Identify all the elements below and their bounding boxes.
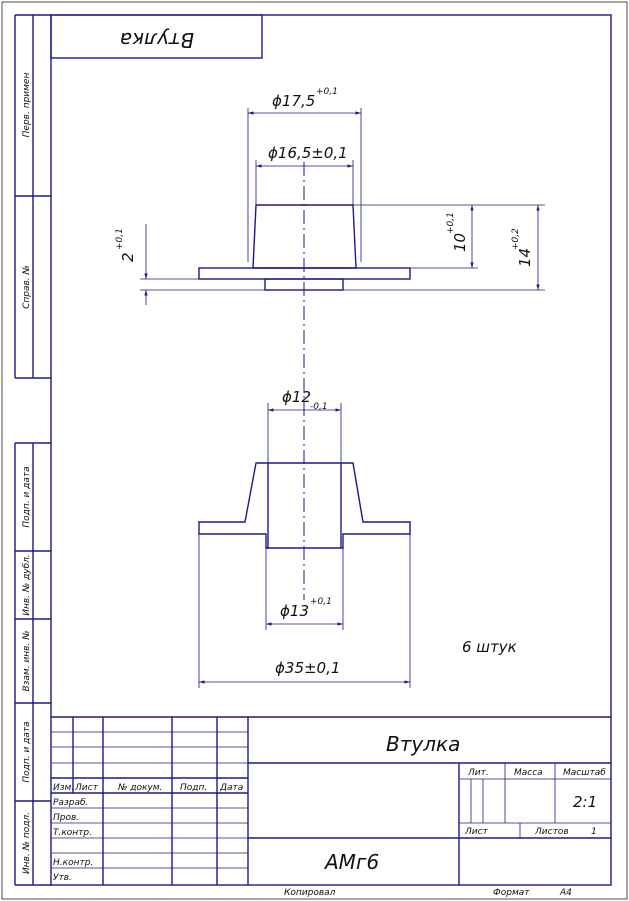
top-stamp-text: Втулка [120,28,194,52]
svg-text:№ докум.: № докум. [117,783,162,793]
top-view [198,204,411,291]
quantity-note: 6 штук [462,638,517,656]
svg-text:-0,1: -0,1 [310,402,328,412]
inner-drawing-frame [50,14,612,886]
svg-text:Масса: Масса [514,768,543,778]
svg-text:ϕ16,5±0,1: ϕ16,5±0,1 [268,144,348,162]
svg-text:Лист: Лист [464,827,489,837]
footer-kopiroval: Копировал [284,888,336,898]
svg-text:2: 2 [119,252,137,262]
svg-text:2:1: 2:1 [573,793,597,811]
svg-text:АМг6: АМг6 [323,850,379,874]
dim-bottom-bore: ϕ13 +0,1 [265,548,344,630]
svg-text:+0,1: +0,1 [310,597,332,607]
svg-text:+0,1: +0,1 [316,87,338,97]
label-podp-data-2: Подп. и дата [22,721,32,782]
label-inv-dubl: Инв. № дубл. [22,554,32,616]
dim-top-inner-dia: ϕ16,5±0,1 [255,144,354,205]
svg-text:Подп.: Подп. [180,783,207,793]
svg-text:Масштаб: Масштаб [563,768,606,778]
dim-bore: ϕ12 -0,1 [267,388,342,463]
svg-text:ϕ12: ϕ12 [282,388,311,406]
footer-format: Формат [493,888,530,898]
svg-text:ϕ35±0,1: ϕ35±0,1 [275,659,340,677]
label-perv-primen: Перв. примен [22,73,32,138]
svg-text:Лист: Лист [74,783,99,793]
svg-text:Разраб.: Разраб. [53,798,88,808]
svg-text:+0,1: +0,1 [446,212,456,234]
svg-text:Изм.: Изм. [53,783,74,793]
left-binding-column: Перв. примен Справ. № Подп. и дата Инв. … [14,14,51,886]
dim-flange-thickness: 2 +0,1 [115,224,265,305]
svg-text:ϕ13: ϕ13 [280,602,309,620]
label-podp-data-1: Подп. и дата [22,466,32,527]
title-block: Втулка АМг6 Изм. Лист № докум. Подп. Дат… [51,716,611,885]
label-inv-podl: Инв. № подл. [22,812,32,874]
svg-text:Т.контр.: Т.контр. [53,828,92,838]
svg-text:Лит.: Лит. [467,768,489,778]
svg-text:14: 14 [516,248,534,267]
svg-text:Утв.: Утв. [53,873,72,883]
svg-text:1: 1 [591,827,597,837]
label-sprav-no: Справ. № [22,265,32,309]
svg-text:Пров.: Пров. [53,813,79,823]
footer-format-value: А4 [559,888,572,898]
top-stamp-box [50,14,263,59]
label-vzam-inv: Взам. инв. № [22,630,32,691]
dim-flange-dia: ϕ35±0,1 [198,534,411,688]
svg-text:Втулка: Втулка [386,732,460,756]
dim-heights: 10 +0,1 14 +0,2 [343,204,545,291]
svg-text:+0,2: +0,2 [511,228,521,250]
svg-text:10: 10 [451,233,469,252]
svg-text:Н.контр.: Н.контр. [53,858,93,868]
svg-text:Листов: Листов [534,827,569,837]
svg-text:Дата: Дата [219,783,243,793]
svg-text:ϕ17,5: ϕ17,5 [272,92,315,110]
svg-text:+0,1: +0,1 [115,228,125,250]
dim-top-outer-dia: ϕ17,5 +0,1 [247,87,362,262]
